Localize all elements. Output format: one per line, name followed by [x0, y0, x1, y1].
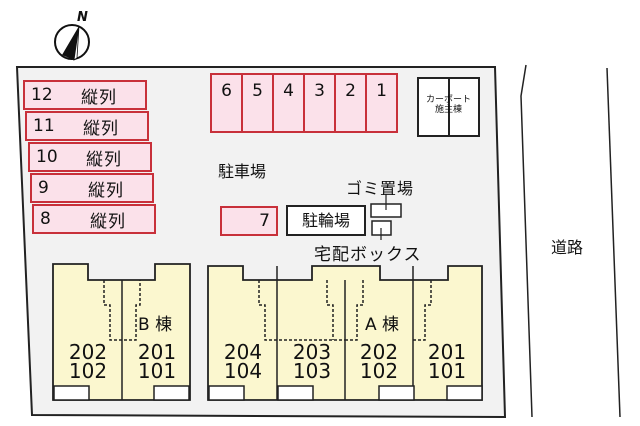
parking-space-1: 1 — [365, 73, 398, 133]
building-a-label: A 棟 — [365, 315, 400, 335]
parking-space-9: 9 縦列 — [30, 173, 154, 203]
parking-type: 縦列 — [90, 211, 126, 232]
unit-a-201: 201 — [427, 340, 467, 364]
unit-a-203: 203 — [292, 340, 332, 364]
unit-b-201: 201 — [137, 340, 177, 364]
carport-owner-label: 施主棟 — [434, 105, 462, 115]
parking-type: 縦列 — [81, 87, 117, 108]
parking-number: 11 — [33, 116, 55, 136]
unit-b-202: 202 — [68, 340, 108, 364]
road-label: 道路 — [551, 238, 584, 257]
unit-a-204: 204 — [223, 340, 263, 364]
unit-a-202: 202 — [359, 340, 399, 364]
parking-space-12: 12 縦列 — [23, 80, 147, 110]
parking-space-10: 10 縦列 — [28, 142, 152, 172]
parking-space-7: 7 — [220, 206, 278, 236]
building-b — [52, 263, 191, 401]
unit-a-103: 103 — [292, 359, 332, 383]
parking-space-5: 5 — [241, 73, 274, 133]
parking-space-11: 11 縦列 — [25, 111, 149, 141]
unit-b-102: 102 — [68, 359, 108, 383]
parking-type: 縦列 — [83, 118, 119, 139]
north-label: N — [77, 10, 88, 25]
unit-a-102: 102 — [359, 359, 399, 383]
parking-number: 12 — [31, 85, 53, 105]
parking-number: 10 — [36, 147, 58, 167]
parking-type: 縦列 — [88, 180, 124, 201]
parking-space-3: 3 — [303, 73, 336, 133]
bicycle-parking: 駐輪場 — [286, 205, 366, 236]
parking-space-4: 4 — [272, 73, 305, 133]
carport-label: カーポート — [425, 95, 471, 105]
garbage-area-label: ゴミ置場 — [346, 179, 415, 198]
unit-a-101: 101 — [427, 359, 467, 383]
parking-number: 8 — [40, 209, 51, 229]
carport-owner-building: カーポート 施主棟 — [417, 77, 480, 137]
road-edge-right — [606, 67, 621, 418]
parking-space-8: 8 縦列 — [32, 204, 156, 234]
unit-b-101: 101 — [137, 359, 177, 383]
unit-a-104: 104 — [223, 359, 263, 383]
parking-type: 縦列 — [86, 149, 122, 170]
building-b-label: B 棟 — [138, 315, 173, 335]
parking-space-6: 6 — [210, 73, 243, 133]
parking-number: 9 — [38, 178, 49, 198]
parking-lot-label: 駐車場 — [218, 162, 267, 181]
building-a — [207, 265, 483, 401]
delivery-box-label: 宅配ボックス — [314, 245, 422, 265]
parking-space-2: 2 — [334, 73, 367, 133]
north-arrow-icon — [54, 24, 90, 61]
road-edge-left — [520, 64, 533, 418]
